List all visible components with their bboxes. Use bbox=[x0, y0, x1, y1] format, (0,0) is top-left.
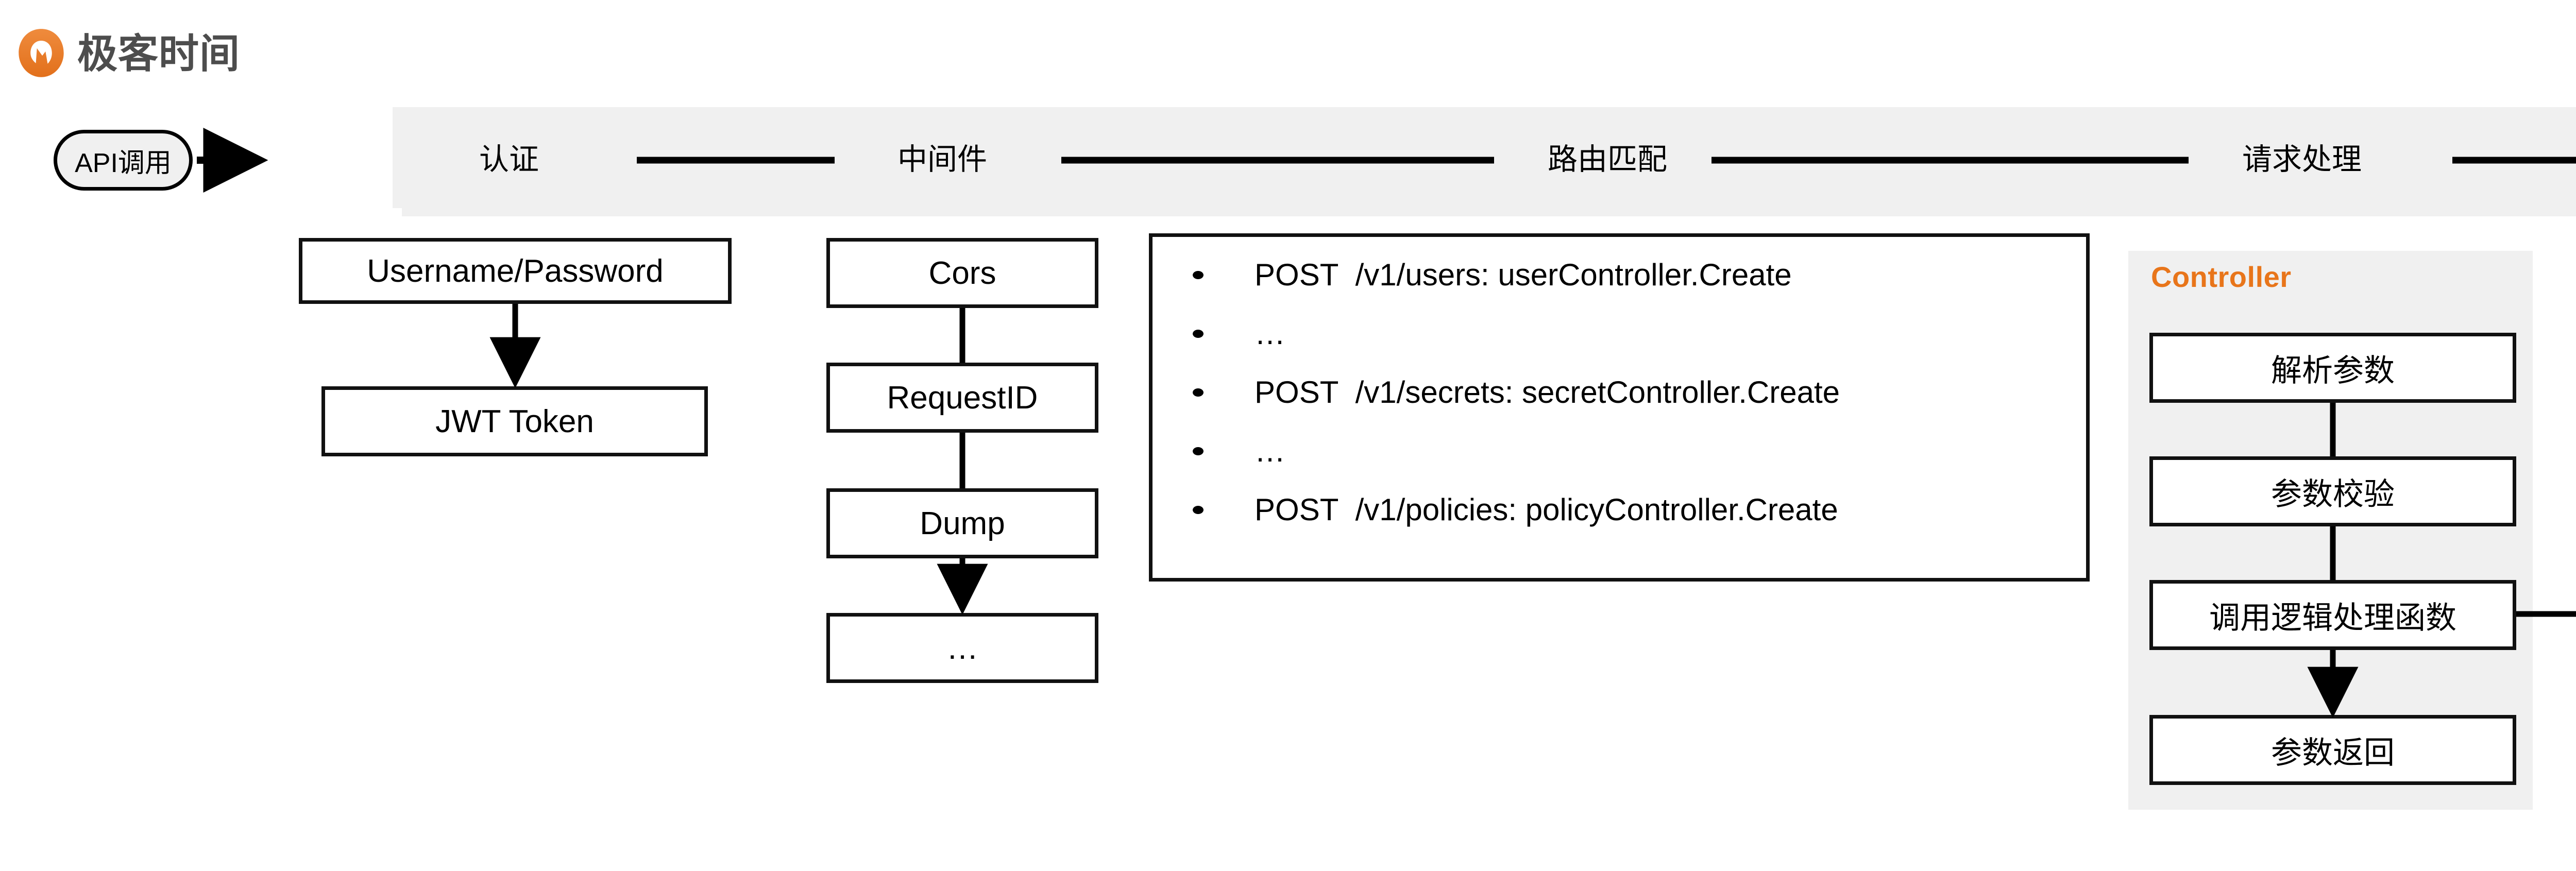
controller-panel-title: Controller bbox=[2151, 261, 2292, 293]
pipeline-stage-request: 请求处理 bbox=[2242, 143, 2362, 176]
route-item: … bbox=[1193, 318, 2086, 349]
route-item: POST /v1/users: userController.Create bbox=[1193, 260, 2086, 291]
route-item: POST /v1/secrets: secretController.Creat… bbox=[1193, 377, 2086, 408]
controller-node-invoke-logic[interactable]: 调用逻辑处理函数 bbox=[2149, 580, 2516, 650]
auth-node-credentials[interactable]: Username/Password bbox=[299, 238, 732, 304]
middleware-node-cors[interactable]: Cors bbox=[826, 238, 1098, 308]
controller-node-validate[interactable]: 参数校验 bbox=[2149, 456, 2516, 526]
controller-node-parse-params[interactable]: 解析参数 bbox=[2149, 333, 2516, 403]
auth-node-jwt-token[interactable]: JWT Token bbox=[321, 386, 708, 456]
pipeline-stage-middleware: 中间件 bbox=[897, 143, 988, 176]
routes-panel: POST /v1/users: userController.Create … … bbox=[1149, 233, 2090, 582]
brand-name: 极客时间 bbox=[77, 31, 241, 76]
geektime-logo-icon bbox=[19, 29, 64, 77]
brand-logo: 极客时间 bbox=[14, 27, 240, 80]
pipeline-band-lower bbox=[402, 124, 2576, 216]
controller-node-return-params[interactable]: 参数返回 bbox=[2149, 715, 2516, 785]
route-item: … bbox=[1193, 436, 2086, 467]
pipeline-stage-routing: 路由匹配 bbox=[1548, 143, 1668, 176]
middleware-node-requestid[interactable]: RequestID bbox=[826, 363, 1098, 433]
api-call-pill[interactable]: API调用 bbox=[54, 130, 193, 191]
middleware-node-dump[interactable]: Dump bbox=[826, 488, 1098, 558]
pipeline-stage-auth: 认证 bbox=[479, 143, 539, 176]
routes-list: POST /v1/users: userController.Create … … bbox=[1153, 260, 2086, 525]
route-item: POST /v1/policies: policyController.Crea… bbox=[1193, 494, 2086, 525]
middleware-node-ellipsis[interactable]: … bbox=[826, 613, 1098, 683]
